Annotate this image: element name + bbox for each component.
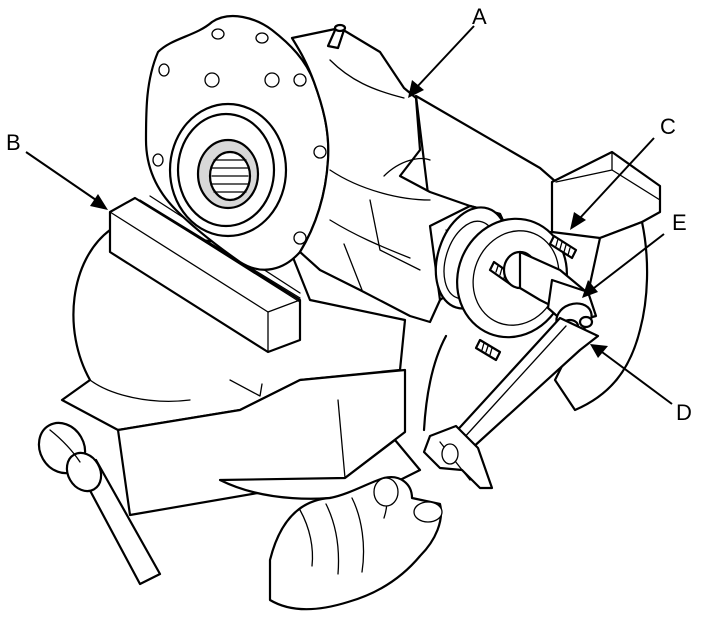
hand (268, 476, 443, 611)
vise-rear-slide (550, 150, 662, 240)
callout-b: B (6, 130, 21, 155)
hand-outline (268, 476, 443, 611)
vise-handle (37, 421, 162, 586)
callout-d: D (676, 400, 692, 425)
flange-bolt-holes (152, 28, 327, 245)
callout-leaders (25, 25, 673, 405)
callout-c: C (660, 114, 676, 139)
tool-arm (450, 316, 600, 452)
flange-holder-tool (422, 316, 600, 490)
vise-rear-body (553, 220, 649, 412)
callout-a: A (472, 4, 487, 29)
callout-e: E (672, 210, 687, 235)
vise-jaw-front (108, 196, 302, 354)
bench-vise (37, 94, 662, 586)
side-seal-bearing (168, 102, 288, 238)
